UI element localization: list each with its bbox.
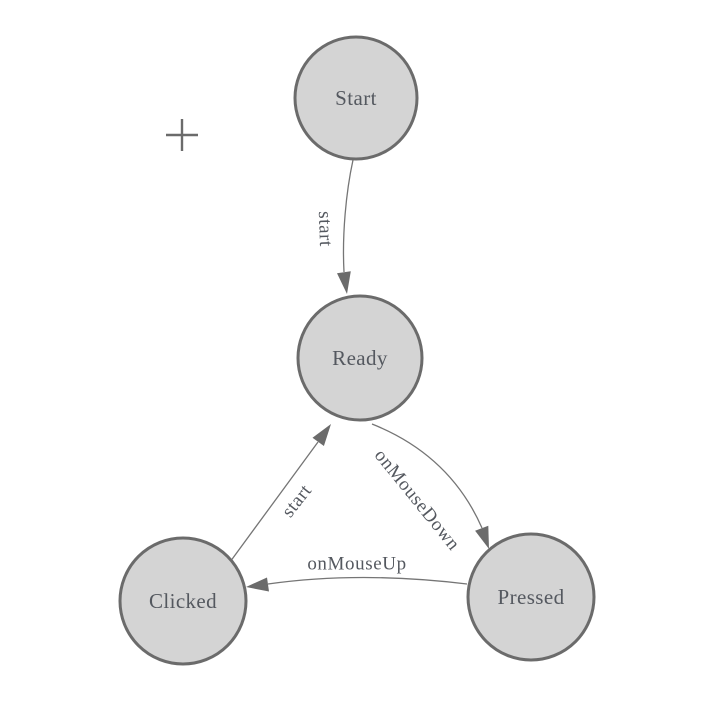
node-start[interactable]: Start xyxy=(293,35,419,161)
node-circle[interactable] xyxy=(293,35,419,161)
arrowhead-icon xyxy=(337,271,351,294)
node-circle[interactable] xyxy=(466,532,596,662)
node-ready[interactable]: Ready xyxy=(296,294,424,422)
node-clicked[interactable]: Clicked xyxy=(118,536,248,666)
node-circle[interactable] xyxy=(118,536,248,666)
node-label-start: Start xyxy=(335,86,377,110)
node-pressed[interactable]: Pressed xyxy=(466,532,596,662)
crosshair-cursor-icon xyxy=(166,119,198,151)
node-label-ready: Ready xyxy=(332,346,388,370)
edge-ready-to-pressed[interactable]: onMouseDown xyxy=(370,423,489,555)
edge-line[interactable] xyxy=(229,441,319,563)
node-label-clicked: Clicked xyxy=(149,589,217,613)
node-circle[interactable] xyxy=(296,294,424,422)
arrowhead-icon xyxy=(475,525,489,549)
edge-line[interactable] xyxy=(267,576,468,585)
arrowhead-icon xyxy=(312,424,331,446)
arrowhead-icon xyxy=(246,577,269,592)
edge-label-clicked-ready: start xyxy=(278,480,317,521)
edge-pressed-to-clicked[interactable]: onMouseUp xyxy=(246,554,468,592)
node-label-pressed: Pressed xyxy=(498,585,565,609)
edge-label-onmousedown: onMouseDown xyxy=(370,445,464,554)
edge-label-onmouseup: onMouseUp xyxy=(307,554,406,575)
edge-clicked-to-ready[interactable]: start xyxy=(229,424,331,563)
edge-line[interactable] xyxy=(371,423,483,529)
edge-label-start-ready: start xyxy=(314,211,336,248)
edge-start-to-ready[interactable]: start xyxy=(314,159,354,294)
edge-line[interactable] xyxy=(342,159,354,273)
